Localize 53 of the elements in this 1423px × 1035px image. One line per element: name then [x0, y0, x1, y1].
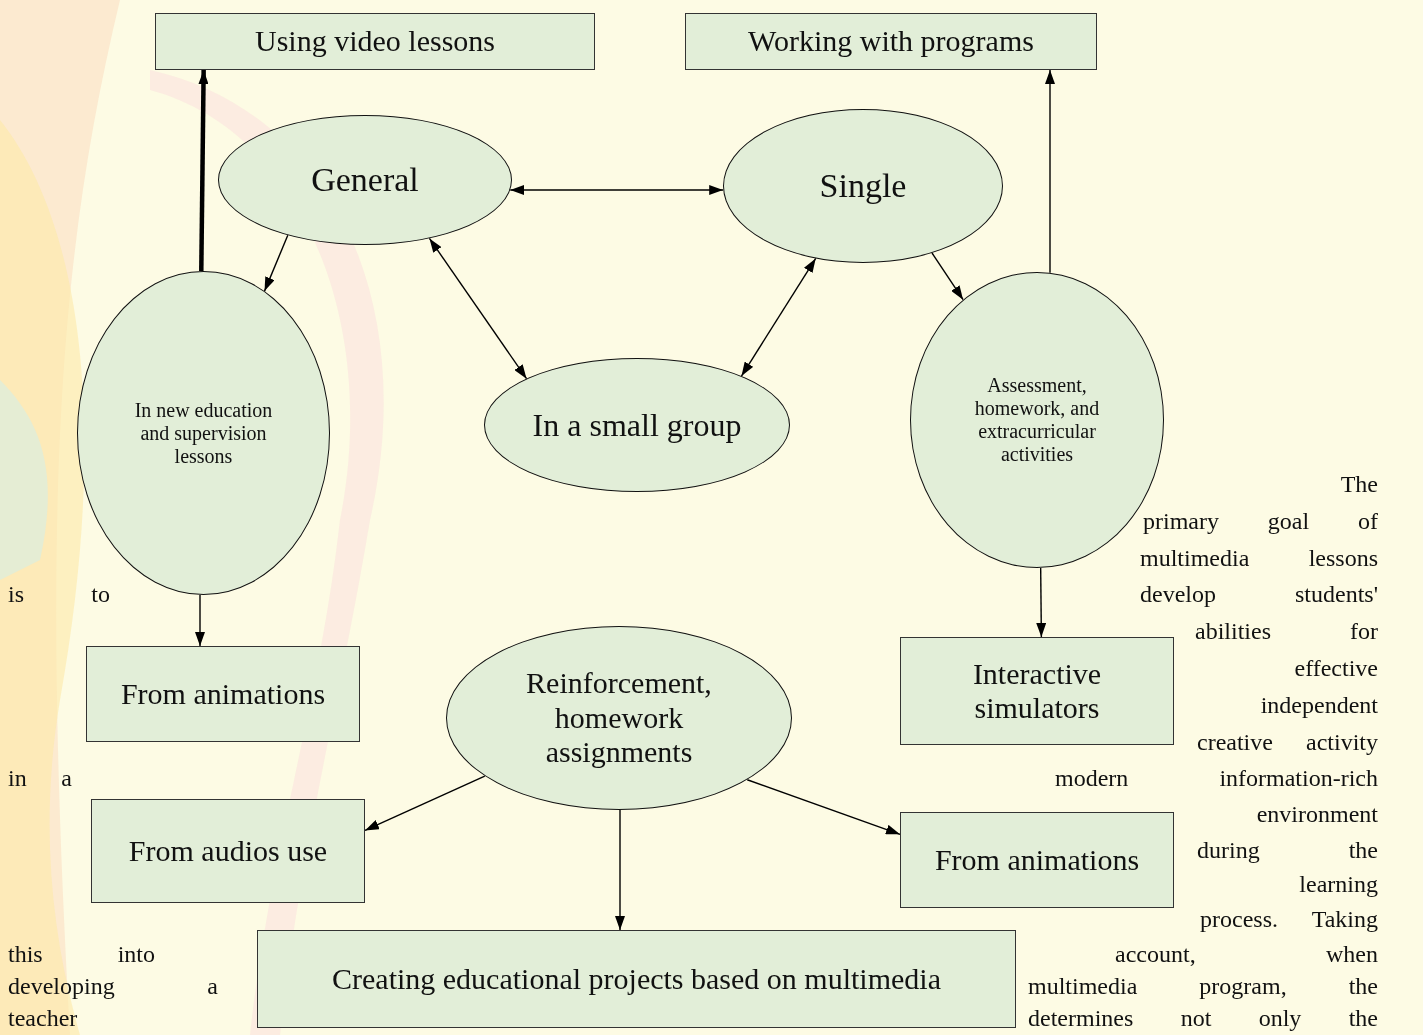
body-text: modern information-rich: [1055, 764, 1378, 793]
arrow: [931, 252, 964, 301]
body-text: during the: [1197, 836, 1378, 865]
node-label: Creating educational projects based on multimedia: [332, 961, 941, 997]
body-text: develop students': [1140, 580, 1378, 609]
node-label: From animations: [120, 676, 326, 712]
process-box: [900, 637, 1174, 745]
body-text: The: [1339, 470, 1378, 499]
process-box: [91, 799, 365, 903]
arrow: [746, 779, 901, 835]
arrow: [428, 237, 528, 380]
node-label: In a small group: [532, 406, 742, 444]
node-label: Assessment, homework, and extracurricular activities: [973, 374, 1101, 466]
body-text: environment: [1255, 800, 1378, 829]
arrow: [509, 185, 724, 195]
body-text: in a: [8, 764, 72, 793]
node-label: Using video lessons: [255, 24, 495, 59]
body-text: is to: [8, 580, 110, 609]
body-text: abilities for: [1195, 617, 1378, 646]
node-label: Working with programs: [748, 24, 1034, 59]
arrow: [263, 234, 289, 292]
arrow: [198, 69, 209, 272]
body-text: determines not only the: [1028, 1004, 1378, 1033]
body-text: creative activity: [1197, 728, 1378, 757]
node-label: Single: [819, 166, 907, 206]
body-text: independent: [1259, 691, 1378, 720]
node-label: From audios use: [128, 833, 328, 869]
body-text: multimedia program, the: [1028, 972, 1378, 1001]
body-text: learning: [1298, 870, 1378, 899]
body-text: effective: [1293, 654, 1378, 683]
body-text: primary goal of: [1143, 507, 1378, 536]
arrow: [195, 594, 205, 647]
node-label: Interactive simulators: [971, 656, 1103, 726]
process-box: [86, 646, 360, 742]
process-box: [685, 13, 1097, 70]
node-label: Reinforcement, homework assignments: [525, 666, 713, 770]
node-label: General: [311, 160, 419, 200]
body-text: developing a: [8, 972, 218, 1001]
process-box: [155, 13, 595, 70]
process-box: [900, 812, 1174, 908]
body-text: teacher: [8, 1004, 78, 1033]
node-label: In new education and supervision lessons: [134, 398, 273, 468]
arrow: [615, 809, 625, 931]
arrow: [364, 775, 486, 832]
arrow: [1045, 69, 1055, 274]
process-box: [257, 930, 1016, 1028]
node-label: From animations: [934, 842, 1140, 878]
body-text: this into: [8, 940, 155, 969]
arrow: [1036, 567, 1047, 638]
body-text: account, when: [1115, 940, 1378, 969]
arrow: [740, 257, 817, 377]
body-text: multimedia lessons: [1140, 544, 1378, 573]
body-text: process. Taking: [1200, 905, 1378, 934]
